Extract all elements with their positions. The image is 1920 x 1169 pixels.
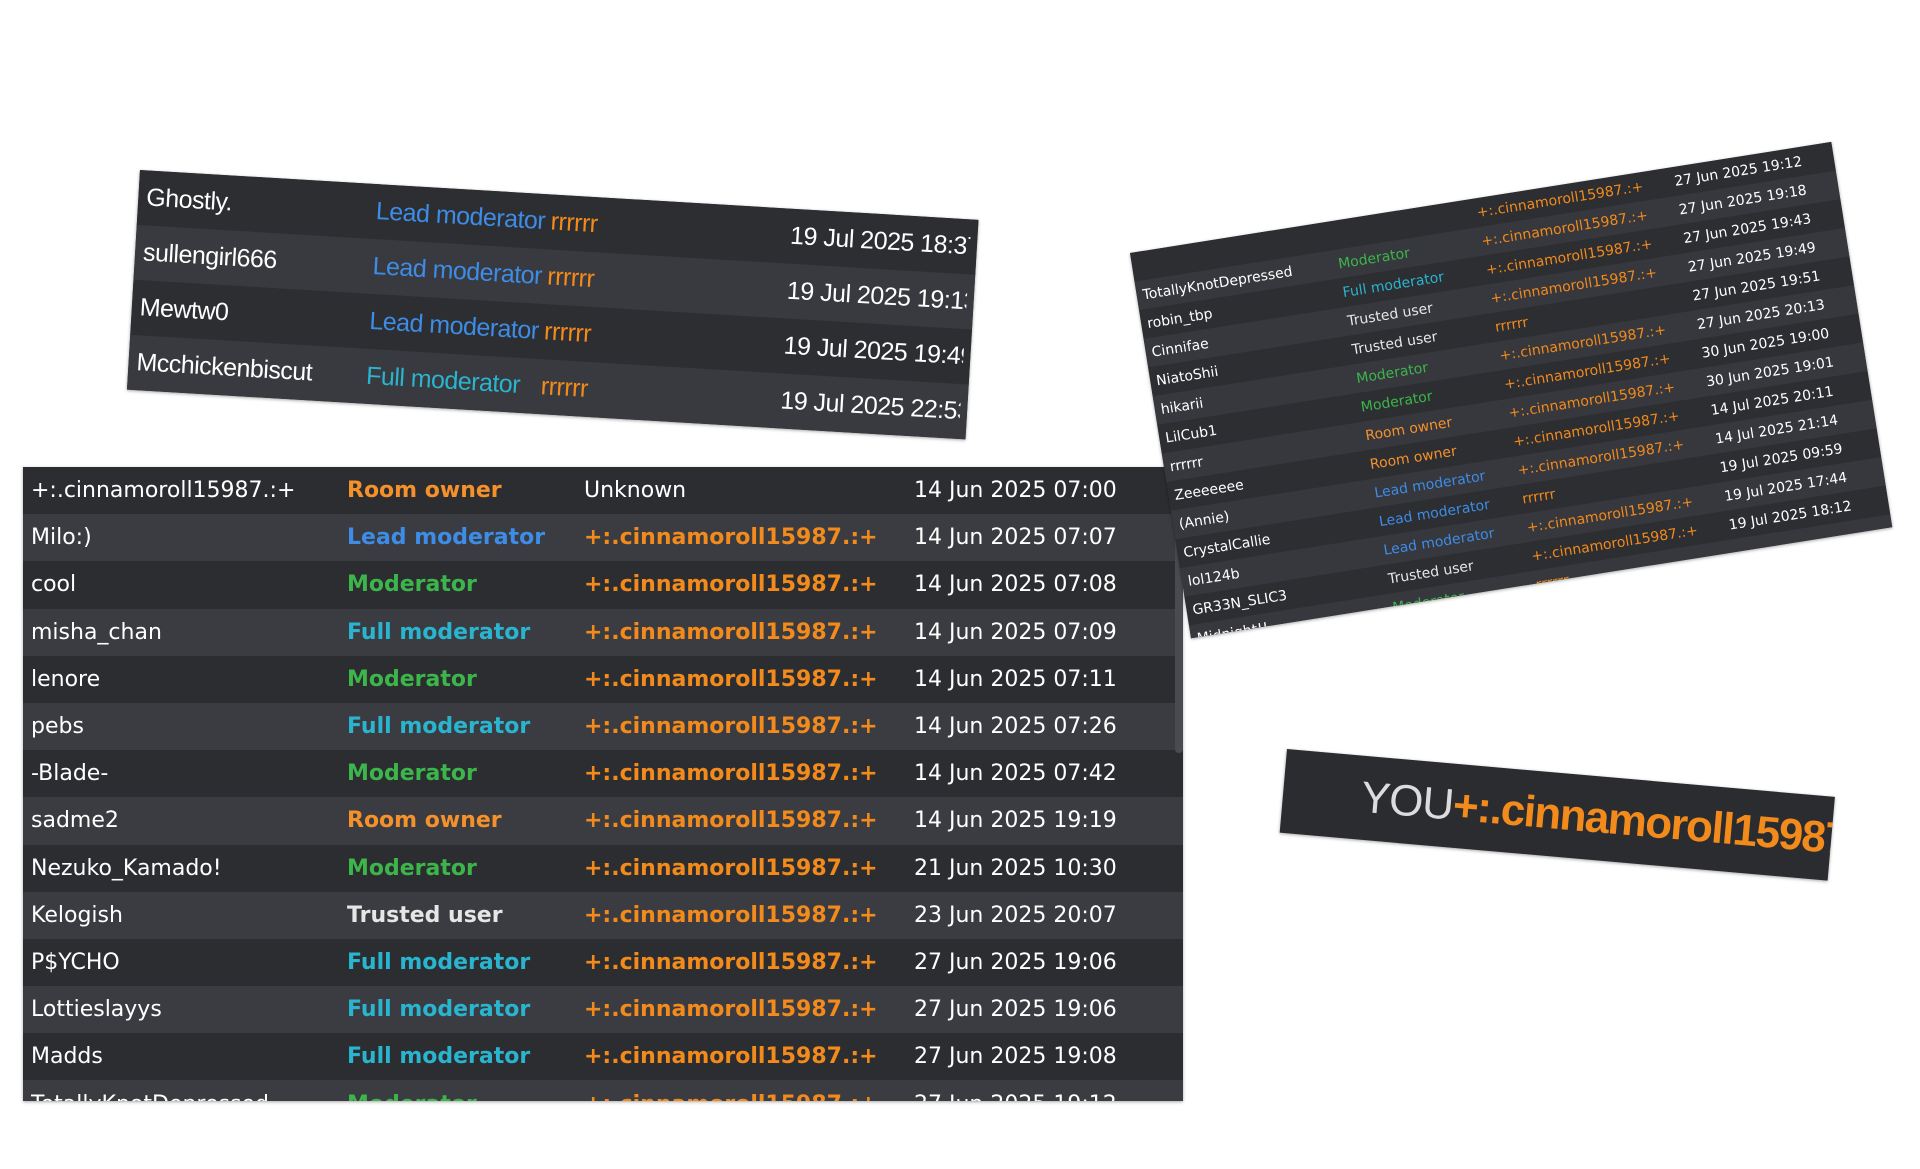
assigned-by: +:.cinnamoroll15987.:+ — [584, 902, 878, 928]
assigned-by: rrrrrr — [549, 207, 599, 239]
username: P$YCHO — [31, 949, 120, 975]
role-label: Moderator — [347, 666, 477, 692]
username: pebs — [31, 714, 84, 740]
staff-row[interactable]: cool Moderator +:.cinnamoroll15987.:+ 14 Ju… — [23, 561, 1183, 609]
role-label: Room owner — [347, 808, 502, 834]
assigned-date: 19 Jul 2025 19:49 — [782, 331, 965, 371]
assigned-date: 14 Jun 2025 07:42 — [914, 761, 1117, 787]
assigned-by: +:.cinnamoroll15987.:+ — [584, 808, 878, 834]
role-label: Full moderator — [347, 714, 531, 740]
staff-row[interactable]: misha_chan Full moderator +:.cinnamoroll15… — [23, 608, 1183, 656]
assigned-date: 14 Jun 2025 07:09 — [914, 619, 1117, 645]
role-label: Lead moderator — [347, 525, 546, 551]
assigned-date: 21 Jun 2025 10:30 — [914, 855, 1117, 881]
assigned-date: 14 Jun 2025 07:07 — [914, 525, 1117, 551]
staff-row[interactable]: +:.cinnamoroll15987.:+ Room owner Unknown 1… — [23, 467, 1183, 515]
assigned-date: 19 Jul 2025 18:37 — [789, 221, 971, 261]
assigned-date: 14 Jun 2025 19:19 — [914, 808, 1117, 834]
assigned-date: 19 Jul 2025 22:53 — [779, 386, 961, 426]
username: lenore — [31, 666, 101, 692]
assigned-by: +:.cinnamoroll15987.:+ — [584, 997, 878, 1023]
username: sadme2 — [31, 808, 119, 834]
assigned-date: 19 Jul 2025 19:13 — [786, 276, 968, 316]
staff-row[interactable]: sadme2 Room owner +:.cinnamoroll15987.:+ 14… — [23, 797, 1183, 845]
assigned-by: Unknown — [584, 478, 687, 504]
you-label: YOU — [1358, 772, 1456, 830]
role-label: Lead moderator — [375, 197, 547, 236]
you-username: +:.cinnamoroll15987.:+ — [1450, 780, 1835, 869]
staff-row[interactable]: Lottieslayys Full moderator +:.cinnamoroll… — [23, 986, 1183, 1034]
staff-row[interactable]: Milo:) Lead moderator +:.cinnamoroll15987.… — [23, 514, 1183, 562]
assigned-date: 14 Jun 2025 07:08 — [914, 572, 1117, 598]
assigned-by: +:.cinnamoroll15987.:+ — [584, 666, 878, 692]
username: Mcchickenbiscut — [135, 348, 314, 387]
username: sullengirl666 — [142, 238, 278, 275]
you-badge: YOU +:.cinnamoroll15987.:+ — [1279, 749, 1835, 881]
assigned-by: +:.cinnamoroll15987.:+ — [584, 1092, 914, 1101]
assigned-by: +:.cinnamoroll15987.:+ — [584, 572, 878, 598]
assigned-by: rrrrrr — [540, 372, 589, 403]
assigned-by: +:.cinnamoroll15987.:+ — [584, 619, 878, 645]
role-label: Trusted user — [347, 902, 503, 928]
role-label: Lead moderator — [371, 251, 543, 290]
assigned-date: 27 Jun 2025 19:06 — [914, 997, 1117, 1023]
username: Ghostly. — [145, 183, 233, 217]
username: TotallyKnotDepressed — [31, 1092, 347, 1101]
role-label: Full moderator — [347, 997, 531, 1023]
username: +:.cinnamoroll15987.:+ — [31, 478, 296, 504]
role-label: Lead moderator — [368, 306, 540, 345]
assigned-date: 27 Jun 2025 19:06 — [914, 949, 1117, 975]
assigned-date: 27 Jun 2025 19:12 — [914, 1092, 1164, 1101]
assigned-by: +:.cinnamoroll15987.:+ — [584, 1044, 878, 1070]
username: Lottieslayys — [31, 997, 162, 1023]
username: Madds — [31, 1044, 103, 1070]
staff-row[interactable]: TotallyKnotDepressedModerator+:.cinnamor… — [23, 1080, 1183, 1101]
staff-row[interactable]: pebs Full moderator +:.cinnamoroll15987.:+… — [23, 702, 1183, 751]
role-label: Moderator — [347, 761, 477, 787]
role-label: Full moderator — [365, 361, 521, 399]
staff-row[interactable]: -Blade- Moderator +:.cinnamoroll15987.:+ 14… — [23, 750, 1183, 798]
assigned-date: 14 Jun 2025 07:11 — [914, 666, 1117, 692]
role-label: Moderator — [347, 1092, 584, 1101]
assigned-by: +:.cinnamoroll15987.:+ — [584, 855, 878, 881]
username: misha_chan — [31, 619, 162, 645]
assigned-by: +:.cinnamoroll15987.:+ — [584, 714, 878, 740]
role-label: Room owner — [347, 478, 502, 504]
username: Mewtw0 — [139, 293, 230, 327]
staff-row[interactable]: Madds Full moderator +:.cinnamoroll15987.:… — [23, 1033, 1183, 1081]
assigned-by: rrrrrr — [546, 262, 596, 294]
assigned-date: 14 Jun 2025 07:00 — [914, 478, 1117, 504]
username: Milo:) — [31, 525, 92, 551]
username: Nezuko_Kamado! — [31, 855, 222, 881]
assigned-by: rrrrrr — [543, 317, 592, 349]
staff-row[interactable]: lenore Moderator +:.cinnamoroll15987.:+ 14 … — [23, 655, 1183, 703]
assigned-date: 27 Jun 2025 19:08 — [914, 1044, 1117, 1070]
assigned-date: 23 Jun 2025 20:07 — [914, 902, 1117, 928]
staff-row[interactable]: Kelogish Trusted user +:.cinnamoroll15987.… — [23, 891, 1183, 939]
assigned-by: +:.cinnamoroll15987.:+ — [584, 949, 878, 975]
role-label: Full moderator — [347, 1044, 531, 1070]
staff-list-main: +:.cinnamoroll15987.:+ Room owner Unknown 1… — [23, 467, 1183, 1101]
role-label: Moderator — [347, 572, 477, 598]
assigned-by: +:.cinnamoroll15987.:+ — [584, 761, 878, 787]
staff-list-rows: +:.cinnamoroll15987.:+ Room owner Unknown 1… — [23, 467, 1183, 1101]
role-label: Full moderator — [347, 949, 531, 975]
username: Kelogish — [31, 902, 123, 928]
staff-row[interactable]: P$YCHO Full moderator +:.cinnamoroll15987.… — [23, 938, 1183, 987]
role-label: Moderator — [347, 855, 477, 881]
role-label: Full moderator — [347, 619, 531, 645]
staff-row[interactable]: Nezuko_Kamado! Moderator +:.cinnamoroll159… — [23, 844, 1183, 892]
scrollbar-thumb[interactable] — [1175, 467, 1183, 753]
username: -Blade- — [31, 761, 109, 787]
assigned-date: 14 Jun 2025 07:26 — [914, 714, 1117, 740]
assigned-by: +:.cinnamoroll15987.:+ — [584, 525, 878, 551]
username: cool — [31, 572, 77, 598]
